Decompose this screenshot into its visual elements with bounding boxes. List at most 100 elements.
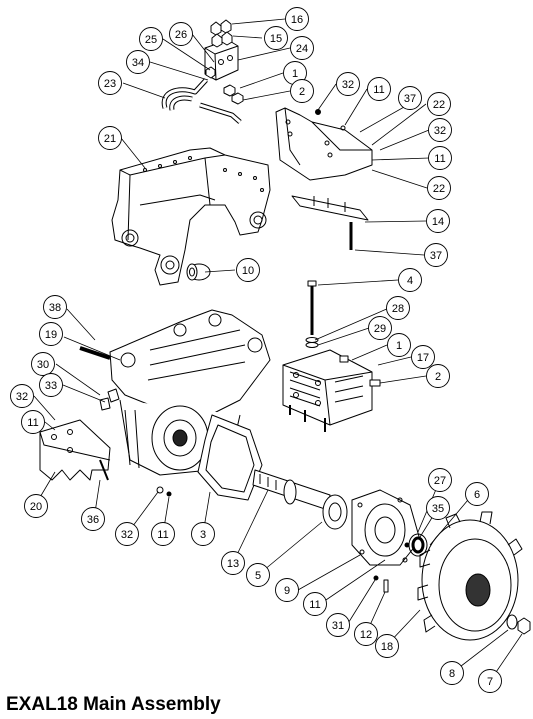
balloon-circle — [465, 482, 489, 506]
hoses — [161, 78, 242, 124]
balloon-circle — [426, 209, 450, 233]
balloon-label: 18 — [381, 641, 393, 653]
balloon-label: 22 — [433, 99, 445, 111]
callout-balloon: 11 — [428, 146, 452, 170]
callout-balloon: 20 — [24, 494, 48, 518]
callout-balloon: 6 — [465, 482, 489, 506]
fasteners — [156, 486, 410, 593]
balloon-circle — [428, 118, 452, 142]
balloon-circle — [236, 258, 260, 282]
balloon-circle — [375, 634, 399, 658]
balloon-circle — [39, 322, 63, 346]
balloon-circle — [411, 345, 435, 369]
callout-balloon: 2 — [426, 364, 450, 388]
cutter-drum — [417, 511, 523, 641]
balloon-label: 16 — [291, 14, 303, 26]
balloon-circle — [24, 494, 48, 518]
callout-balloon: 17 — [411, 345, 435, 369]
balloon-circle — [139, 27, 163, 51]
balloon-label: 32 — [16, 391, 28, 403]
balloon-label: 9 — [284, 585, 290, 597]
valve-block — [204, 19, 244, 105]
washer-and-nut — [506, 614, 531, 635]
callout-balloon: 11 — [151, 522, 175, 546]
balloon-label: 5 — [255, 570, 261, 582]
balloon-circle — [424, 243, 448, 267]
callout-balloon: 36 — [81, 507, 105, 531]
balloon-label: 17 — [417, 352, 429, 364]
balloon-circle — [151, 522, 175, 546]
balloon-circle — [426, 364, 450, 388]
balloon-circle — [115, 522, 139, 546]
balloon-circle — [398, 86, 422, 110]
balloon-label: 13 — [227, 558, 239, 570]
wear-plate — [291, 195, 369, 250]
callout-balloon: 33 — [39, 373, 63, 397]
balloon-circle — [21, 410, 45, 434]
balloon-circle — [428, 146, 452, 170]
callout-balloon: 12 — [354, 622, 378, 646]
balloon-label: 27 — [434, 475, 446, 487]
callout-balloon: 16 — [285, 7, 309, 31]
skid-plate — [39, 419, 111, 481]
hydraulic-motor — [282, 349, 381, 432]
balloon-label: 28 — [392, 303, 404, 315]
balloon-label: 24 — [296, 43, 308, 55]
balloon-label: 32 — [121, 529, 133, 541]
balloon-label: 32 — [342, 79, 354, 91]
callout-balloon: 7 — [478, 669, 502, 693]
balloon-label: 25 — [145, 34, 157, 46]
drawing-title: EXAL18 Main Assembly — [6, 694, 221, 715]
callout-balloon: 8 — [440, 661, 464, 685]
balloon-label: 11 — [309, 599, 320, 611]
balloon-circle — [221, 551, 245, 575]
balloon-label: 38 — [49, 302, 61, 314]
balloon-circle — [39, 373, 63, 397]
callout-balloon: 24 — [290, 36, 314, 60]
balloon-label: 8 — [449, 668, 455, 680]
callout-balloon: 15 — [264, 26, 288, 50]
callout-balloon: 1 — [387, 333, 411, 357]
callout-balloon: 27 — [428, 468, 452, 492]
balloon-circle — [427, 176, 451, 200]
balloon-circle — [386, 296, 410, 320]
balloon-label: 15 — [270, 33, 282, 45]
balloon-label: 30 — [37, 359, 49, 371]
balloon-circle — [285, 7, 309, 31]
callout-balloon: 10 — [236, 258, 260, 282]
callout-balloon: 32 — [428, 118, 452, 142]
callout-balloon: 38 — [43, 295, 67, 319]
callout-balloon: 37 — [424, 243, 448, 267]
balloon-circle — [43, 295, 67, 319]
callout-balloon: 23 — [98, 71, 122, 95]
balloon-circle — [326, 613, 350, 637]
balloon-circle — [10, 384, 34, 408]
callout-balloon: 31 — [326, 613, 350, 637]
callout-balloon: 2 — [290, 79, 314, 103]
balloon-label: 11 — [373, 84, 384, 96]
balloon-label: 1 — [396, 340, 402, 352]
callout-balloon: 32 — [10, 384, 34, 408]
balloon-circle — [81, 507, 105, 531]
balloon-label: 6 — [474, 489, 480, 501]
callout-balloon: 4 — [398, 268, 422, 292]
balloon-circle — [440, 661, 464, 685]
balloon-label: 36 — [87, 514, 99, 526]
balloon-circle — [368, 316, 392, 340]
callout-balloon: 13 — [221, 551, 245, 575]
balloon-label: 12 — [360, 629, 372, 641]
balloon-circle — [398, 268, 422, 292]
balloon-circle — [428, 468, 452, 492]
frame-bolt-holes — [143, 156, 264, 192]
balloon-circle — [98, 71, 122, 95]
guard-bracket — [275, 107, 373, 181]
balloon-circle — [275, 578, 299, 602]
callout-balloon: 11 — [367, 77, 391, 101]
balloon-circle — [98, 126, 122, 150]
balloon-label: 11 — [157, 529, 168, 541]
callout-balloon: 28 — [386, 296, 410, 320]
balloon-circle — [31, 352, 55, 376]
callout-balloon: 5 — [246, 563, 270, 587]
long-bolt — [305, 280, 319, 348]
